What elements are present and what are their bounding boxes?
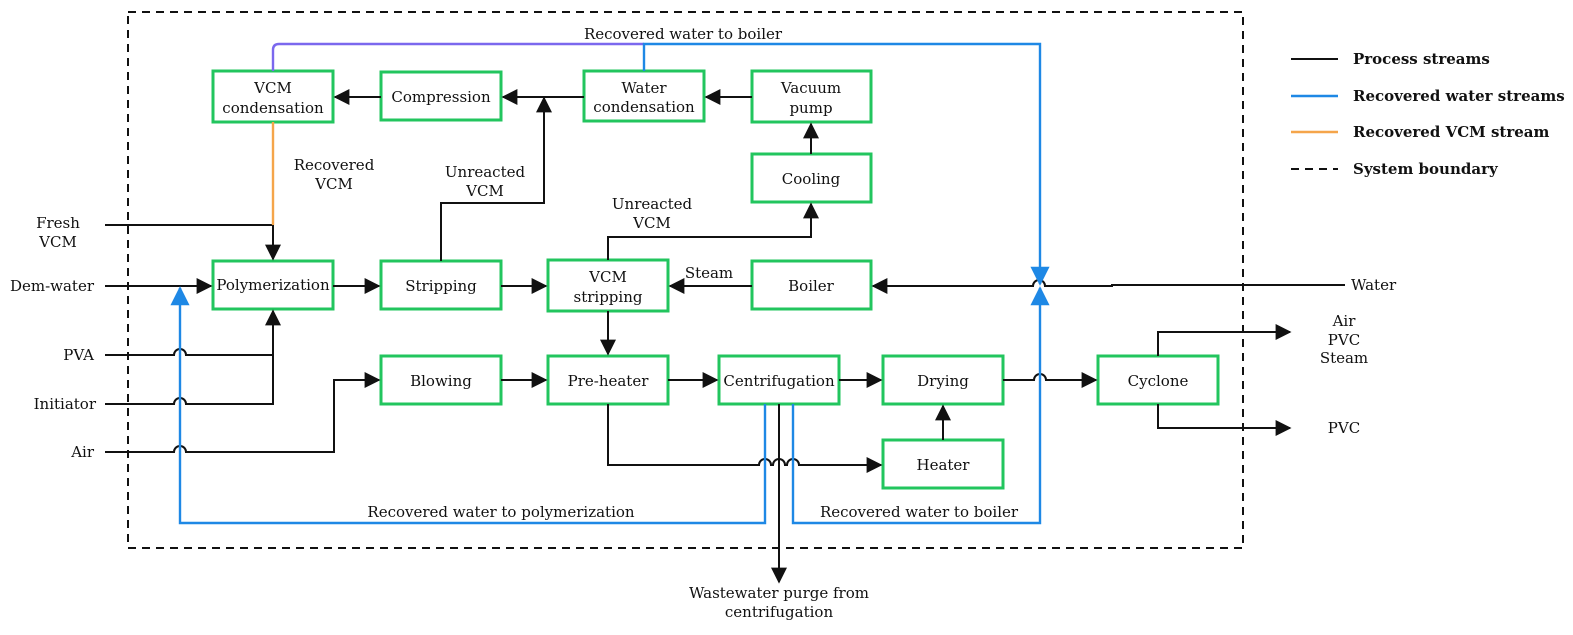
output-steam: Steam: [1320, 349, 1368, 367]
stripping-label: Stripping: [405, 277, 477, 295]
legend-label-water: Recovered water streams: [1353, 87, 1565, 105]
output-pvc-top: PVC: [1328, 331, 1360, 349]
stream-water-to-boiler: [871, 278, 1345, 294]
input-initiator: Initiator: [34, 395, 97, 413]
vacuum-pump-label-1: Vacuum: [780, 79, 841, 97]
stream-cyclone-bottom: [1157, 404, 1292, 436]
unit-cyclone: Cyclone: [1096, 354, 1220, 406]
label-unreacted-vcm-1b: VCM: [465, 182, 504, 200]
drying-label: Drying: [917, 372, 969, 390]
blowing-label: Blowing: [410, 372, 472, 390]
output-air: Air: [1332, 312, 1357, 330]
label-unreacted-vcm-1a: Unreacted: [445, 163, 526, 181]
stream-water-top-to-boiler: [642, 42, 1050, 286]
output-wastewater-2: centrifugation: [725, 603, 834, 621]
heater-label: Heater: [917, 456, 971, 474]
unit-blowing: Blowing: [379, 354, 503, 406]
stream-air: [105, 372, 381, 453]
stream-stripping-unreacted-vcm: [440, 96, 552, 261]
vcm-condensation-label-2: condensation: [222, 99, 324, 117]
vcm-condensation-label-1: VCM: [253, 79, 292, 97]
unit-stripping: Stripping: [379, 259, 503, 311]
input-fresh-vcm-2: VCM: [38, 233, 77, 251]
vacuum-pump-label-2: pump: [789, 99, 832, 117]
unit-boiler: Boiler: [750, 259, 873, 311]
stream-cyclone-top: [1157, 324, 1292, 356]
boiler-label: Boiler: [788, 277, 835, 295]
legend: Process streams Recovered water streams …: [1291, 50, 1565, 178]
label-recovered-water-top: Recovered water to boiler: [584, 25, 783, 43]
vcm-stripping-label-1: VCM: [588, 268, 627, 286]
stream-vcmstripping-to-cooling: [607, 202, 819, 260]
centrifugation-label: Centrifugation: [723, 372, 835, 390]
unit-heater: Heater: [881, 438, 1005, 490]
stream-water-to-polymerization: [170, 286, 767, 525]
vcm-stripping-label-2: stripping: [574, 288, 643, 306]
legend-label-vcm: Recovered VCM stream: [1353, 123, 1550, 141]
stream-top-recycle: [271, 42, 644, 71]
unit-drying: Drying: [881, 354, 1005, 406]
input-dem-water: Dem-water: [10, 277, 95, 295]
label-unreacted-vcm-2b: VCM: [632, 214, 671, 232]
input-pva: PVA: [63, 346, 94, 364]
unit-centrifugation: Centrifugation: [717, 354, 841, 406]
unit-cooling: Cooling: [750, 152, 873, 204]
stream-fresh-vcm: [105, 224, 281, 261]
stream-water-bottom-to-boiler: [791, 286, 1050, 525]
cooling-label: Cooling: [782, 170, 841, 188]
label-recovered-vcm-2: VCM: [314, 175, 353, 193]
unit-vcm-condensation: VCM condensation: [211, 69, 335, 124]
unit-vcm-stripping: VCM stripping: [546, 258, 670, 313]
unit-compression: Compression: [379, 70, 503, 122]
label-recovered-water-bottom: Recovered water to boiler: [820, 503, 1019, 521]
label-steam: Steam: [685, 264, 733, 282]
input-water: Water: [1351, 276, 1397, 294]
legend-label-process: Process streams: [1353, 50, 1490, 68]
stream-preheater-to-heater: [607, 404, 883, 473]
input-fresh-vcm-1: Fresh: [36, 214, 80, 232]
label-recovered-water-polymerization: Recovered water to polymerization: [367, 503, 634, 521]
pre-heater-label: Pre-heater: [568, 372, 650, 390]
recovered-water-streams: [170, 42, 1050, 525]
water-condensation-label-2: condensation: [593, 98, 695, 116]
unit-vacuum-pump: Vacuum pump: [750, 69, 873, 124]
output-pvc-bottom: PVC: [1328, 419, 1360, 437]
compression-label: Compression: [391, 88, 491, 106]
legend-label-boundary: System boundary: [1353, 160, 1499, 178]
water-condensation-label-1: Water: [621, 79, 667, 97]
unit-water-condensation: Water condensation: [582, 69, 706, 123]
stream-initiator: [105, 356, 274, 405]
process-streams: [105, 89, 1345, 584]
label-unreacted-vcm-2a: Unreacted: [612, 195, 693, 213]
polymerization-label: Polymerization: [216, 276, 330, 294]
input-air: Air: [70, 443, 95, 461]
unit-pre-heater: Pre-heater: [546, 354, 670, 406]
label-recovered-vcm-1: Recovered: [294, 156, 375, 174]
stream-pva: [105, 309, 281, 356]
stream-drying-to-cyclone: [1003, 372, 1098, 388]
output-wastewater-1: Wastewater purge from: [689, 584, 869, 602]
unit-polymerization: Polymerization: [211, 259, 335, 311]
cyclone-label: Cyclone: [1128, 372, 1189, 390]
